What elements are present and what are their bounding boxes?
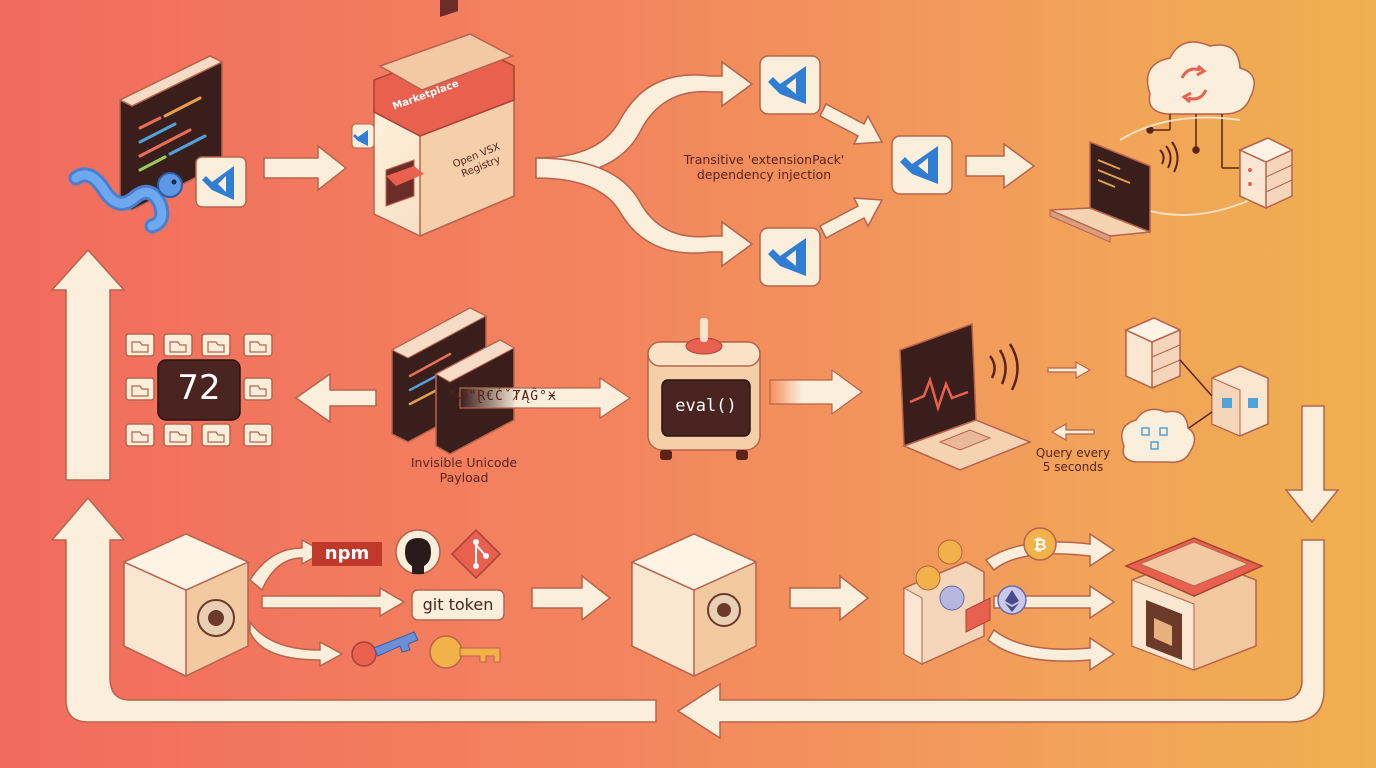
outer-loop-arrow xyxy=(50,248,1340,740)
vscode-icon xyxy=(195,156,247,208)
transitive-dependency-label: Transitive 'extensionPack' dependency in… xyxy=(664,152,864,182)
folder-grid xyxy=(125,333,273,447)
transitive-label-line1: Transitive 'extensionPack' xyxy=(683,152,845,167)
query-label-line2: 5 seconds xyxy=(1042,460,1104,475)
vscode-icon xyxy=(759,55,821,115)
git-icon xyxy=(450,528,502,580)
vscode-icon xyxy=(759,227,821,287)
branch-arrows xyxy=(535,60,754,268)
server-icon xyxy=(1124,317,1182,390)
flow-arrow xyxy=(459,376,632,420)
flow-arrow xyxy=(789,574,870,622)
flow-arrow xyxy=(263,144,348,192)
eval-machine-icon xyxy=(647,318,761,460)
laptop-icon xyxy=(1049,140,1151,243)
key-icon xyxy=(351,631,501,669)
small-arrows xyxy=(1047,360,1095,442)
svg-text:₿: ₿ xyxy=(1033,535,1046,554)
count-badge xyxy=(157,359,241,421)
payload-label-line2: Payload xyxy=(439,470,489,485)
safe-icon xyxy=(630,533,758,678)
safe-icon xyxy=(122,533,250,678)
git-token-chip xyxy=(411,589,505,621)
npm-label: npm xyxy=(324,543,370,564)
heartbeat-laptop-icon xyxy=(899,322,1033,471)
cloud-icon xyxy=(1121,408,1196,464)
count-label: 72 xyxy=(177,368,221,408)
vscode-badge-icon xyxy=(351,123,375,149)
git-token-label: git token xyxy=(422,595,494,614)
cloud-sync-icon xyxy=(1146,41,1255,115)
wallet-icon xyxy=(903,539,991,665)
marketplace-store-icon xyxy=(373,0,515,238)
payload-editor-icon xyxy=(390,307,516,455)
ethereum-icon xyxy=(997,585,1027,615)
wifi-icon xyxy=(1159,141,1179,173)
merge-arrows xyxy=(819,102,1036,240)
payload-label-line1: Invisible Unicode xyxy=(410,455,518,470)
npm-icon xyxy=(312,542,382,566)
flow-arrow xyxy=(769,368,864,416)
network-lines xyxy=(1146,114,1240,169)
warehouse-icon xyxy=(1124,537,1264,671)
flow-arrow xyxy=(531,574,612,622)
flow-arrow xyxy=(294,372,377,424)
folder-icon xyxy=(131,341,267,443)
credential-arrows xyxy=(249,538,406,668)
eval-label: eval() xyxy=(675,396,737,416)
bitcoin-icon: ₿ xyxy=(1023,527,1057,561)
payload-label: Invisible Unicode Payload xyxy=(394,455,534,485)
query-label-line1: Query every xyxy=(1035,446,1111,460)
github-icon xyxy=(395,529,441,575)
vscode-icon xyxy=(891,135,953,195)
payload-glyphs: '𝈱"Ɽ€ĆˇȾĄĜ°Ӿ xyxy=(448,389,557,404)
wifi-icon xyxy=(988,343,1019,391)
query-interval-label: Query every 5 seconds xyxy=(1018,446,1128,475)
server-icon xyxy=(1238,137,1294,210)
transitive-label-line2: dependency injection xyxy=(696,167,832,182)
network-node-icon xyxy=(1179,359,1269,437)
